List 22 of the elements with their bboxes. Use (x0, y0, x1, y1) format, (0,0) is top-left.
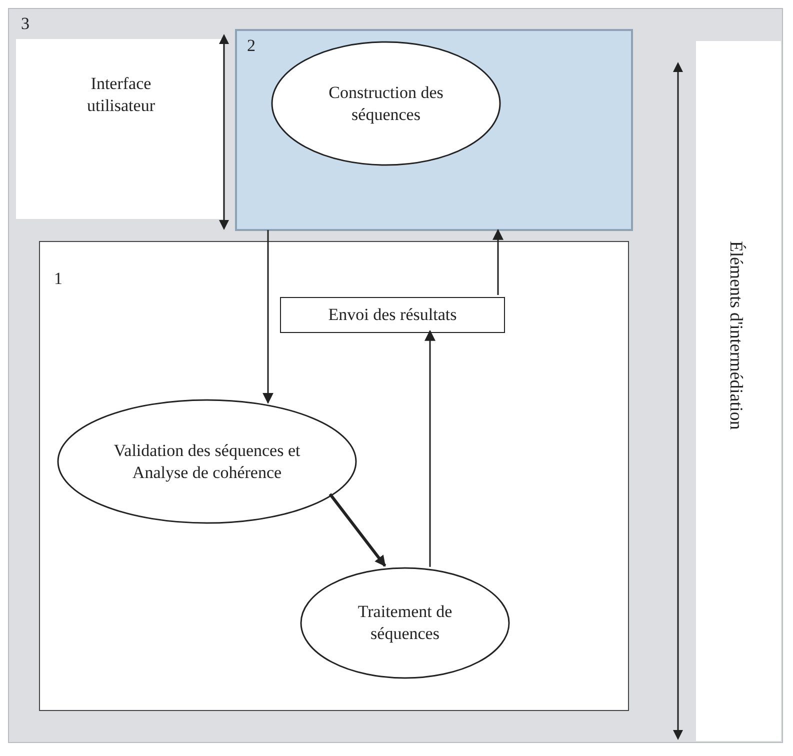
box-number: 1 (54, 268, 62, 290)
node-label: Construction des séquences (328, 81, 444, 126)
box-number: 2 (247, 35, 256, 57)
panel-label: Interface utilisateur (86, 73, 156, 118)
component-panel (235, 29, 633, 231)
arrow (262, 230, 274, 404)
box-number: 3 (21, 13, 30, 35)
node-label: Envoi des résultats (328, 305, 457, 325)
node-label: Traitement de séquences (356, 600, 454, 645)
arrow (492, 228, 504, 295)
panel-label: Éléments d'intermédiation (725, 241, 748, 430)
process-ellipse (271, 41, 501, 166)
arrow (424, 330, 436, 567)
intermediation-panel (696, 41, 781, 741)
process-box (280, 297, 505, 333)
process-ellipse (300, 567, 510, 679)
process-ellipse (57, 399, 357, 524)
interface-panel (16, 39, 223, 219)
arrow (328, 493, 386, 567)
node-label: Validation des séquences et Analyse de cohérence (112, 439, 302, 484)
outer-panel (8, 8, 783, 743)
component-panel (39, 241, 629, 711)
